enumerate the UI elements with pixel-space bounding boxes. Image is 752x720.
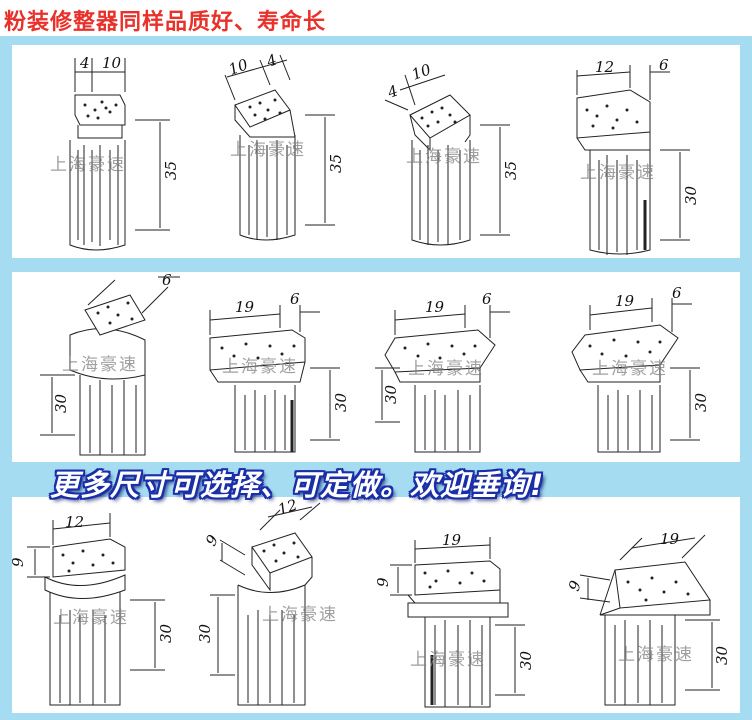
dim-label: 35: [327, 154, 345, 173]
dim-label: 30: [713, 645, 731, 665]
dim-label: 12: [65, 513, 84, 531]
dim-label: 6: [482, 290, 492, 308]
dim-label: 9: [9, 557, 27, 567]
dim-label: 19: [235, 298, 255, 316]
custom-order-banner: 更多尺寸可选择、可定做。欢迎垂询!: [50, 468, 545, 502]
watermark: 上海豪速: [406, 146, 482, 167]
watermark: 上海豪速: [53, 607, 129, 628]
dim-label: 9: [374, 577, 392, 587]
dim-label: 30: [157, 623, 175, 643]
dim-label: 12: [595, 58, 614, 76]
dresser-tool-r3-4: 19 9 30 上海豪速: [565, 530, 731, 706]
dim-label: 10: [102, 54, 122, 72]
watermark: 上海豪速: [262, 604, 338, 625]
dresser-tool-r3-2: 12 9 30 上海豪速: [196, 496, 338, 706]
dim-label: 19: [442, 531, 462, 549]
dresser-tool-r3-1: 12 9 30 上海豪速: [9, 513, 175, 706]
dim-label: 6: [290, 290, 300, 308]
watermark: 上海豪速: [408, 358, 484, 379]
watermark: 上海豪速: [618, 644, 694, 665]
dresser-tool-r1-1: 4 10 35 上海豪速: [50, 54, 180, 251]
dim-label: 6: [162, 271, 172, 289]
dim-label: 30: [332, 392, 350, 412]
dim-label: 19: [615, 292, 635, 310]
dim-label: 9: [565, 578, 585, 594]
dim-label: 30: [682, 185, 700, 205]
dim-label: 30: [196, 623, 214, 643]
dim-label: 9: [202, 531, 223, 549]
watermark: 上海豪速: [222, 356, 298, 377]
dim-label: 4: [384, 82, 400, 103]
dim-label: 35: [502, 161, 520, 180]
dim-label: 35: [162, 161, 180, 180]
dim-label: 4: [79, 54, 90, 72]
dresser-tool-r2-1: 6 30 上海豪速: [40, 271, 180, 456]
dresser-tool-r1-4: 12 6 30 上海豪速: [576, 56, 700, 255]
dim-label: 6: [659, 56, 669, 74]
dresser-tool-r1-3: 4 10 35 上海豪速: [384, 60, 520, 246]
dresser-tool-r2-2: 19 6 30 上海豪速: [209, 290, 350, 453]
dim-label: 30: [517, 650, 535, 670]
dresser-tool-r1-2: 10 4 35 上海豪速: [224, 51, 345, 241]
dresser-tool-r2-4: 19 6 30 上海豪速: [571, 284, 710, 453]
dim-label: 19: [660, 530, 680, 548]
page-title: 粉装修整器同样品质好、寿命长: [4, 10, 327, 35]
watermark: 上海豪速: [50, 154, 126, 175]
dim-label: 19: [425, 298, 445, 316]
watermark: 上海豪速: [410, 649, 486, 670]
dim-label: 12: [276, 496, 300, 519]
watermark: 上海豪速: [230, 139, 306, 160]
dim-label: 30: [692, 392, 710, 412]
dim-label: 10: [409, 60, 434, 84]
dim-label: 30: [52, 393, 70, 413]
watermark: 上海豪速: [592, 358, 668, 379]
dresser-tool-r3-3: 19 9 30 上海豪速: [374, 531, 535, 708]
dim-label: 30: [382, 384, 400, 404]
watermark: 上海豪速: [62, 354, 138, 375]
dim-label: 6: [672, 284, 682, 302]
watermark: 上海豪速: [580, 162, 656, 183]
dresser-tool-r2-3: 19 6 30 上海豪速: [375, 290, 510, 453]
dim-label: 10: [226, 55, 251, 79]
